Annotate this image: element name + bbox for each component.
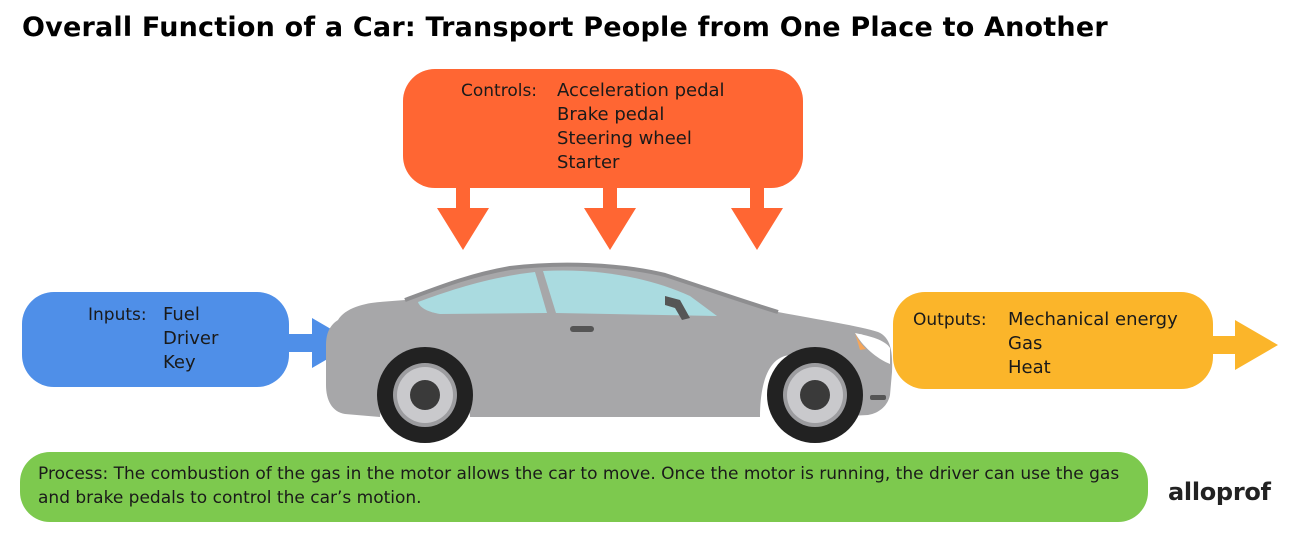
outputs-item: Gas: [1008, 333, 1043, 354]
car-illustration: [326, 262, 893, 443]
controls-list: Acceleration pedal Brake pedal Steering …: [557, 79, 725, 175]
outputs-label: Outputs:: [913, 310, 987, 330]
inputs-label: Inputs:: [88, 305, 147, 325]
door-handle: [570, 326, 594, 332]
process-box: Process: The combustion of the gas in th…: [20, 452, 1148, 522]
down-arrow-1: [437, 188, 489, 250]
headlight: [855, 333, 890, 364]
down-arrow-3: [731, 188, 783, 250]
front-wheel: [767, 347, 863, 443]
controls-item: Steering wheel: [557, 128, 692, 149]
outputs-item: Heat: [1008, 357, 1051, 378]
inputs-item: Driver: [163, 328, 219, 349]
controls-item: Acceleration pedal: [557, 80, 725, 101]
inputs-item: Fuel: [163, 304, 200, 325]
outputs-item: Mechanical energy: [1008, 309, 1178, 330]
controls-label: Controls:: [461, 81, 538, 101]
page-title: Overall Function of a Car: Transport Peo…: [22, 12, 1108, 43]
process-text: Process: The combustion of the gas in th…: [38, 464, 1120, 508]
inputs-item: Key: [163, 352, 196, 373]
outputs-box: Outputs: Mechanical energy Gas Heat: [893, 292, 1213, 389]
side-mirror: [665, 296, 690, 320]
rear-wheel: [377, 347, 473, 443]
inputs-box: Inputs: Fuel Driver Key: [22, 292, 289, 387]
controls-item: Starter: [557, 152, 620, 173]
output-arrow: [1213, 320, 1278, 370]
input-arrow: [289, 318, 355, 368]
controls-arrows: [437, 188, 783, 250]
rear-window: [418, 272, 547, 314]
inputs-list: Fuel Driver Key: [163, 303, 218, 375]
controls-box: Controls: Acceleration pedal Brake pedal…: [403, 69, 803, 188]
down-arrow-2: [584, 188, 636, 250]
alloprof-logo: alloprof: [1168, 478, 1271, 506]
outputs-list: Mechanical energy Gas Heat: [1008, 308, 1178, 380]
controls-item: Brake pedal: [557, 104, 665, 125]
